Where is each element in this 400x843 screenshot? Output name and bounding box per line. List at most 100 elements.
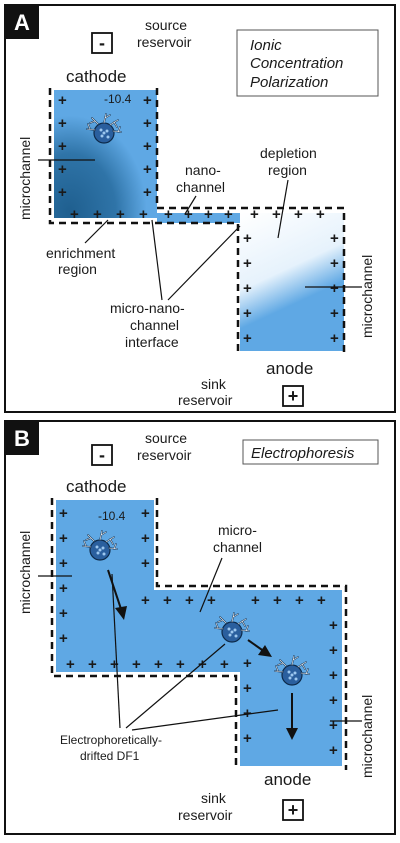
- enrichment-label-2: region: [58, 261, 97, 277]
- title-line3: Polarization: [250, 74, 328, 91]
- svg-text:+: +: [143, 161, 152, 178]
- leader-line: [184, 195, 197, 215]
- panel-a: A + + + + + + + + + + + + + + + + +: [4, 4, 396, 413]
- sink-reservoir-line1: sink: [201, 790, 227, 806]
- svg-text:+: +: [243, 680, 252, 697]
- minus-box-icon: [91, 32, 113, 54]
- svg-text:+: +: [273, 592, 282, 609]
- svg-text:+: +: [141, 505, 150, 522]
- svg-text:+: +: [329, 667, 338, 684]
- svg-text:+: +: [330, 230, 339, 247]
- svg-text:+: +: [116, 206, 125, 223]
- sink-reservoir-line2: reservoir: [178, 392, 233, 408]
- svg-text:+: +: [243, 730, 252, 747]
- microchannel-left-fill: [54, 90, 157, 218]
- svg-text:+: +: [224, 206, 233, 223]
- plus-sign: +: [288, 800, 299, 820]
- svg-text:+: +: [329, 717, 338, 734]
- sink-reservoir-line1: sink: [201, 376, 227, 392]
- svg-text:+: +: [243, 655, 252, 672]
- microchannel-mid-label-2: channel: [213, 539, 262, 555]
- svg-text:+: +: [243, 330, 252, 347]
- cathode-label: cathode: [66, 477, 127, 496]
- microchannel-right-label: microchannel: [359, 695, 375, 778]
- panel-b-letter: B: [14, 426, 30, 451]
- cathode-label: cathode: [66, 67, 127, 86]
- plus-sign: +: [288, 386, 299, 406]
- arrow-down-icon: [247, 639, 272, 657]
- microchannel-right-label: microchannel: [359, 255, 375, 338]
- source-reservoir-line1: source: [145, 17, 187, 33]
- svg-text:+: +: [141, 555, 150, 572]
- svg-text:+: +: [250, 206, 259, 223]
- svg-text:+: +: [330, 330, 339, 347]
- surface-charges-b: + + + + + + + + + + + + + + + + + + + + …: [59, 505, 338, 759]
- svg-text:+: +: [139, 206, 148, 223]
- source-reservoir-line1: source: [145, 430, 187, 446]
- drift-label-1: Electrophoretically-: [60, 733, 162, 747]
- svg-text:+: +: [329, 617, 338, 634]
- svg-text:+: +: [59, 580, 68, 597]
- svg-text:+: +: [330, 280, 339, 297]
- charge-label: -10.4: [98, 509, 126, 523]
- leader-line: [131, 709, 279, 731]
- leader-line: [199, 557, 223, 613]
- svg-text:+: +: [243, 305, 252, 322]
- panel-b: B + + + + + + + + + + + + + + + + + + + …: [4, 420, 396, 835]
- surface-charges-right: + + + + + + + + + +: [243, 230, 339, 347]
- svg-text:+: +: [59, 505, 68, 522]
- svg-text:+: +: [164, 206, 173, 223]
- svg-text:+: +: [207, 592, 216, 609]
- surface-charges-nano: + + + + + + + +: [164, 206, 325, 223]
- svg-text:+: +: [143, 92, 152, 109]
- arrow-down-icon: [107, 569, 127, 620]
- svg-text:+: +: [141, 530, 150, 547]
- svg-text:+: +: [132, 656, 141, 673]
- leader-line: [151, 219, 163, 301]
- svg-text:+: +: [70, 206, 79, 223]
- drift-label-2: drifted DF1: [80, 749, 140, 763]
- surface-charges-left: + + + + + + + + + + + + + +: [58, 92, 152, 223]
- title-line1: Ionic: [250, 37, 282, 54]
- svg-text:+: +: [59, 555, 68, 572]
- svg-text:+: +: [251, 592, 260, 609]
- minus-sign: -: [99, 33, 105, 53]
- svg-text:+: +: [220, 656, 229, 673]
- microchannel-left-label: microchannel: [17, 531, 33, 614]
- anode-label: anode: [264, 770, 311, 789]
- svg-text:+: +: [58, 115, 67, 132]
- nanochannel-label-1: nano-: [185, 162, 221, 178]
- minus-box-icon: [91, 444, 113, 466]
- interface-label-3: interface: [125, 334, 179, 350]
- svg-text:+: +: [66, 656, 75, 673]
- interface-label-2: channel: [130, 317, 179, 333]
- title-label: Electrophoresis: [251, 445, 355, 462]
- channel-wall-upper: [155, 498, 348, 770]
- minus-sign: -: [99, 445, 105, 465]
- panel-a-letter: A: [14, 10, 30, 35]
- svg-text:+: +: [58, 92, 67, 109]
- sink-reservoir-line2: reservoir: [178, 807, 233, 823]
- anode-label: anode: [266, 359, 313, 378]
- svg-text:+: +: [295, 592, 304, 609]
- svg-text:+: +: [294, 206, 303, 223]
- svg-text:+: +: [185, 592, 194, 609]
- charge-label: -10.4: [104, 92, 132, 106]
- leader-line: [111, 573, 121, 729]
- svg-text:+: +: [93, 206, 102, 223]
- leader-line: [125, 643, 226, 729]
- svg-text:+: +: [59, 530, 68, 547]
- leader-line: [167, 225, 241, 301]
- svg-text:+: +: [59, 605, 68, 622]
- source-reservoir-line2: reservoir: [137, 34, 192, 50]
- svg-text:+: +: [110, 656, 119, 673]
- nanochannel-label-2: channel: [176, 179, 225, 195]
- svg-text:+: +: [329, 642, 338, 659]
- svg-text:+: +: [143, 115, 152, 132]
- channel-wall-lower: [50, 498, 238, 770]
- channel-wall-lower: [48, 88, 240, 355]
- svg-text:+: +: [154, 656, 163, 673]
- arrow-down-icon: [286, 693, 298, 740]
- microchannel-right-fill: [240, 213, 344, 351]
